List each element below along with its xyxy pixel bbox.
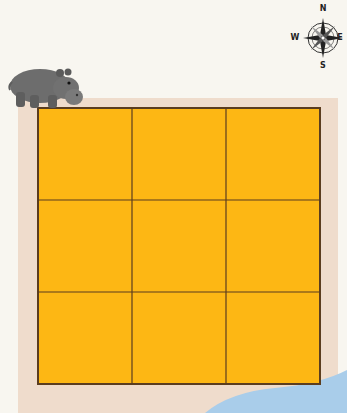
compass-letter: W [291, 34, 300, 42]
sand-ground [18, 98, 338, 413]
compass-rose [303, 18, 343, 58]
hippo [9, 69, 83, 109]
compass-letter: S [320, 62, 326, 70]
compass-letter: E [337, 34, 342, 42]
compass-letter: N [320, 5, 327, 13]
grid [38, 108, 320, 384]
